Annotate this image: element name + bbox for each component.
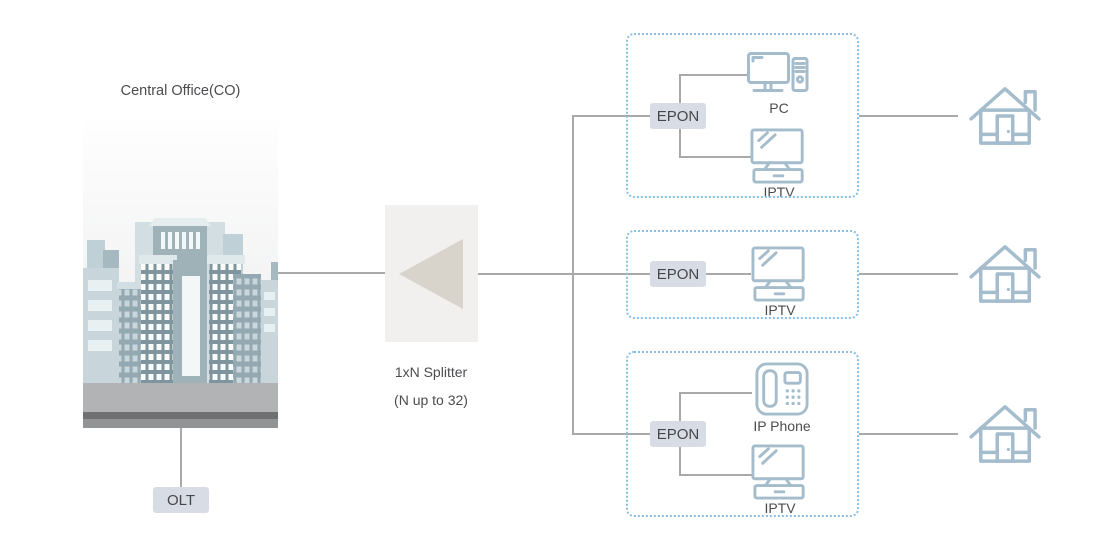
- splitter-caption: 1xN Splitter (N up to 32): [366, 358, 496, 414]
- splitter-caption-line1: 1xN Splitter: [394, 364, 468, 380]
- cityscape-graphic: [83, 122, 278, 428]
- pc-icon: [747, 51, 809, 95]
- iptv-icon: [750, 128, 808, 184]
- iptv-label: IPTV: [764, 302, 796, 318]
- group2-branch-to-iptv: [704, 273, 751, 275]
- iptv-icon: [751, 246, 809, 302]
- pc-label: PC: [769, 100, 789, 116]
- group1-branch-to-iptv: [679, 156, 752, 158]
- olt-label: OLT: [166, 491, 196, 509]
- onu-group-1: [626, 33, 859, 198]
- line-building-to-olt: [180, 428, 182, 487]
- line-trunk-to-group1: [572, 115, 652, 117]
- group3-branch-to-iptv: [679, 474, 752, 476]
- house-icon: [968, 83, 1042, 147]
- iptv-icon: [751, 444, 809, 500]
- central-office-building-illustration: [83, 122, 278, 428]
- line-splitter-to-group2: [478, 273, 652, 275]
- central-office-label: Central Office(CO): [120, 83, 241, 99]
- epon-chip-2: EPON: [650, 261, 706, 287]
- splitter-block: [385, 205, 478, 342]
- group1-branch-to-pc: [679, 74, 750, 76]
- house-icon: [968, 401, 1042, 465]
- epon-chip-1: EPON: [650, 103, 706, 129]
- onu-group-2: [626, 230, 859, 319]
- epon-chip-3: EPON: [650, 421, 706, 447]
- group3-branch-to-ipphone: [679, 392, 752, 394]
- line-trunk-vertical: [572, 115, 574, 435]
- olt-chip: OLT: [153, 487, 209, 513]
- line-group3-to-home: [859, 433, 958, 435]
- epon-label-2: EPON: [656, 265, 700, 283]
- splitter-triangle-icon: [399, 239, 463, 309]
- onu-group-3: [626, 351, 859, 517]
- line-building-to-splitter: [278, 272, 385, 274]
- epon-label-1: EPON: [656, 107, 700, 125]
- line-trunk-to-group3: [572, 433, 652, 435]
- ip-phone-icon: [755, 362, 809, 416]
- house-icon: [968, 241, 1042, 305]
- epon-label-3: EPON: [656, 425, 700, 443]
- line-group2-to-home: [859, 273, 958, 275]
- ip-phone-label: IP Phone: [753, 418, 811, 434]
- splitter-caption-line2: (N up to 32): [394, 392, 468, 408]
- line-group1-to-home: [859, 115, 958, 117]
- iptv-label: IPTV: [764, 500, 796, 516]
